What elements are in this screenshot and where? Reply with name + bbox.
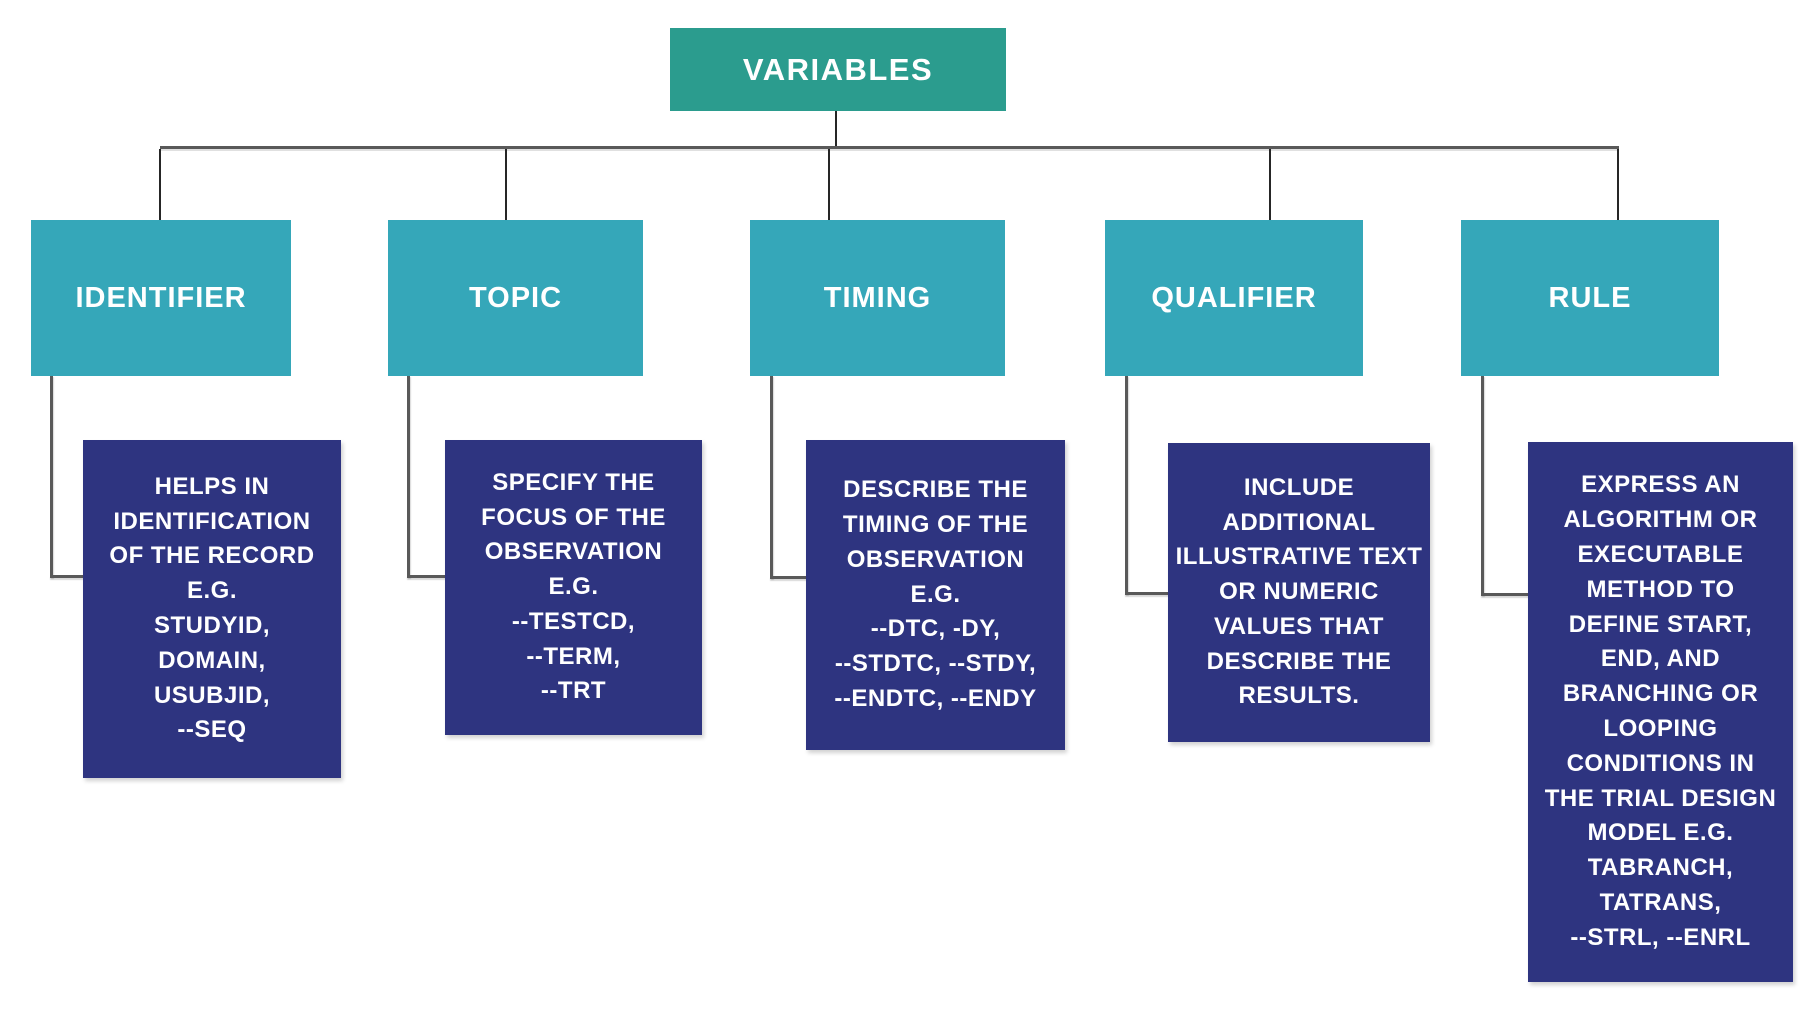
connector-drop-topic: [505, 149, 507, 220]
branch-node-rule: RULE: [1461, 220, 1719, 376]
description-node-timing: DESCRIBE THE TIMING OF THE OBSERVATION E…: [806, 440, 1065, 750]
connector-drop-qualifier: [1269, 149, 1271, 220]
description-text: HELPS IN IDENTIFICATION OF THE RECORD E.…: [109, 472, 315, 744]
connector-root-stem: [835, 111, 837, 148]
description-text: DESCRIBE THE TIMING OF THE OBSERVATION E…: [834, 476, 1037, 712]
branch-node-timing: TIMING: [750, 220, 1005, 376]
branch-node-label: QUALIFIER: [1151, 281, 1317, 314]
branch-node-label: TIMING: [823, 281, 932, 314]
connector-drop-rule: [1617, 149, 1619, 220]
connector-elbow-horizontal-rule: [1481, 593, 1530, 596]
connector-elbow-vertical-rule: [1481, 376, 1484, 596]
connector-elbow-horizontal-qualifier: [1125, 592, 1170, 595]
description-text: SPECIFY THE FOCUS OF THE OBSERVATION E.G…: [481, 468, 666, 705]
description-node-rule: EXPRESS AN ALGORITHM OR EXECUTABLE METHO…: [1528, 442, 1793, 982]
connector-elbow-vertical-timing: [770, 376, 773, 579]
root-node-label: VARIABLES: [742, 51, 934, 87]
connector-horizontal-bar: [160, 146, 1619, 149]
connector-drop-timing: [828, 149, 830, 220]
connector-elbow-vertical-topic: [407, 376, 410, 578]
root-node-variables: VARIABLES: [670, 28, 1006, 111]
branch-node-topic: TOPIC: [388, 220, 643, 376]
connector-elbow-vertical-identifier: [50, 376, 53, 578]
connector-drop-identifier: [159, 149, 161, 220]
connector-elbow-vertical-qualifier: [1125, 376, 1128, 595]
branch-node-label: IDENTIFIER: [75, 281, 247, 314]
connector-elbow-horizontal-identifier: [50, 575, 85, 578]
description-node-qualifier: INCLUDE ADDITIONAL ILLUSTRATIVE TEXT OR …: [1168, 443, 1430, 742]
branch-node-label: TOPIC: [468, 281, 563, 314]
description-text: EXPRESS AN ALGORITHM OR EXECUTABLE METHO…: [1544, 471, 1777, 951]
connector-elbow-horizontal-timing: [770, 576, 808, 579]
description-text: INCLUDE ADDITIONAL ILLUSTRATIVE TEXT OR …: [1175, 473, 1423, 710]
branch-node-identifier: IDENTIFIER: [31, 220, 291, 376]
connector-elbow-horizontal-topic: [407, 575, 447, 578]
branch-node-label: RULE: [1548, 281, 1632, 314]
description-node-identifier: HELPS IN IDENTIFICATION OF THE RECORD E.…: [83, 440, 341, 778]
description-node-topic: SPECIFY THE FOCUS OF THE OBSERVATION E.G…: [445, 440, 702, 735]
branch-node-qualifier: QUALIFIER: [1105, 220, 1363, 376]
